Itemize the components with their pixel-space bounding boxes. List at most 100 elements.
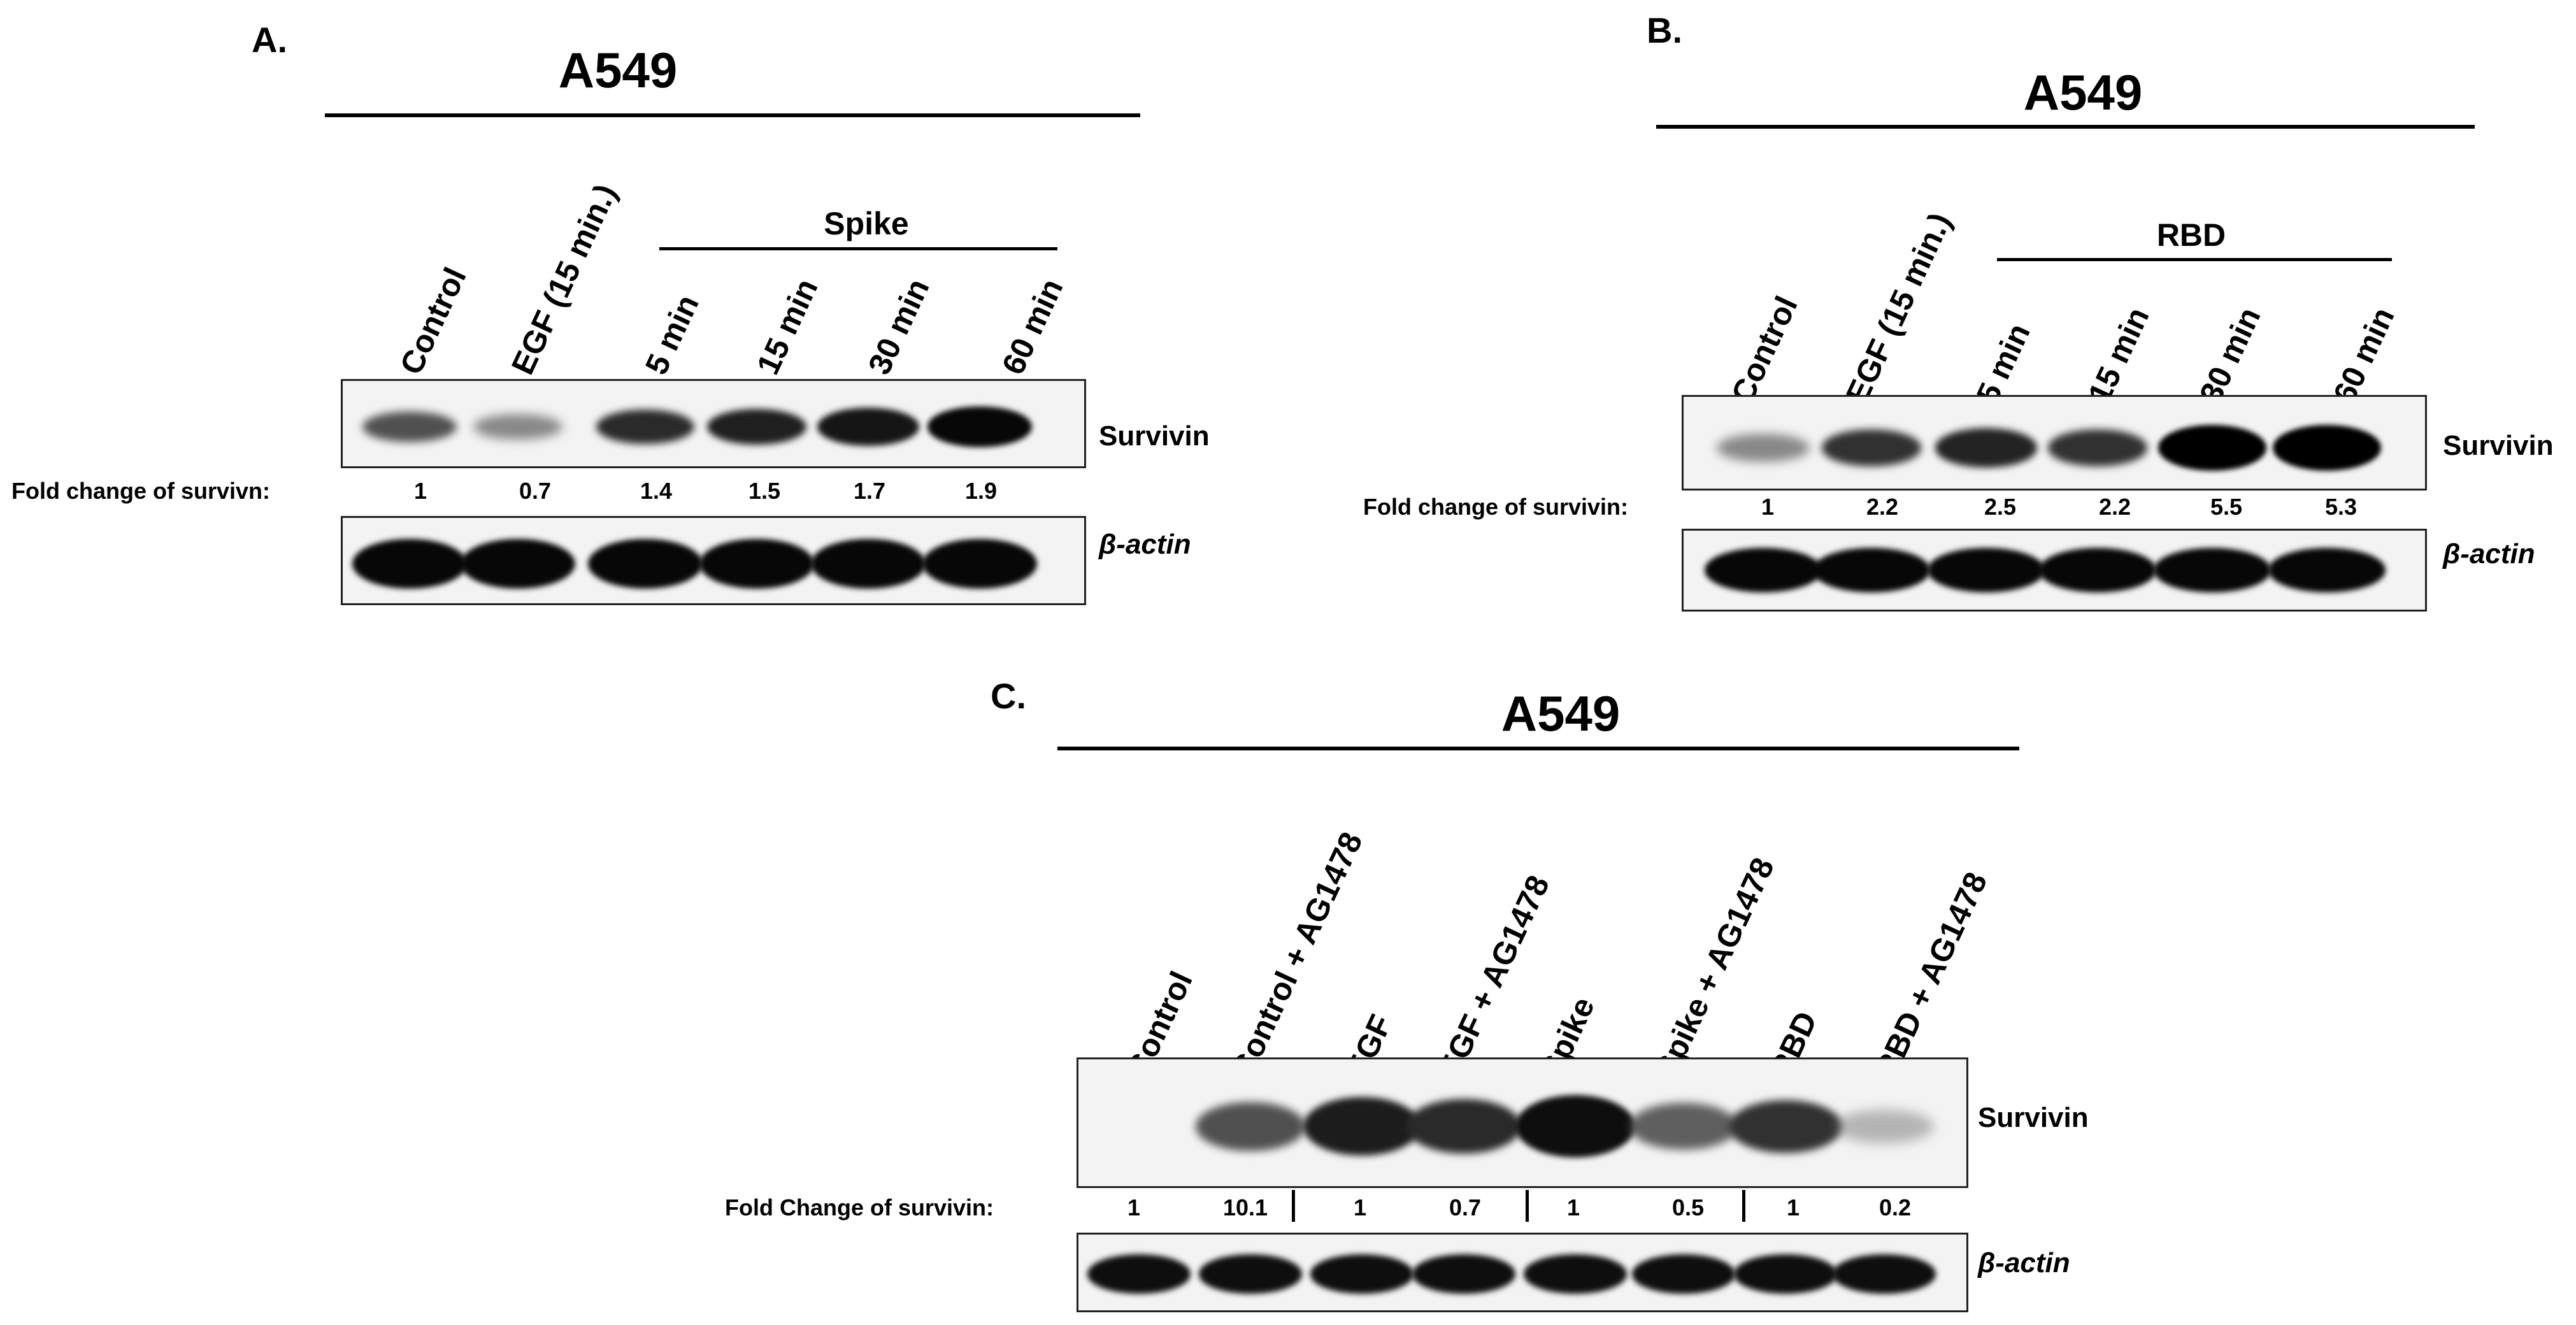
blot-band xyxy=(352,538,467,589)
panel-c-actin-blot xyxy=(1077,1233,1968,1312)
panel-b-group-rule xyxy=(1997,258,2392,261)
fold-change-value: 1 xyxy=(413,478,427,504)
panel-c-lane-label: Spike + AG1478 xyxy=(1647,852,1782,1084)
panel-a-lane-label: Control xyxy=(392,262,473,380)
blot-band xyxy=(1821,429,1922,466)
panel-b-lane-label: EGF (15 min.) xyxy=(1838,207,1958,409)
fold-change-value: 1 xyxy=(1353,1194,1367,1221)
panel-c-actin-label: β-actin xyxy=(1978,1247,2070,1278)
panel-c-survivin-blot xyxy=(1077,1057,1968,1188)
fold-change-value: 1.4 xyxy=(640,478,673,504)
blot-band xyxy=(1412,1254,1515,1294)
panel-b-letter: B. xyxy=(1647,10,1682,50)
fold-change-value: 2.5 xyxy=(1984,494,2017,520)
fold-change-value: 1 xyxy=(1566,1194,1580,1221)
blot-band xyxy=(1717,433,1810,462)
blot-band xyxy=(1087,1254,1191,1294)
panel-a-group-label: Spike xyxy=(824,206,909,241)
panel-a-lane-label: EGF (15 min.) xyxy=(504,178,624,380)
blot-band xyxy=(1835,1109,1934,1143)
panel-a-actin-blot xyxy=(341,516,1086,605)
fold-change-value: 1.5 xyxy=(748,478,781,504)
blot-band xyxy=(362,411,457,443)
panel-b-lane-label: 15 min xyxy=(2080,302,2156,409)
blot-band xyxy=(2047,429,2148,466)
panel-b-survivin-blot xyxy=(1682,395,2427,491)
blot-band xyxy=(461,538,575,589)
blot-band xyxy=(2272,425,2382,471)
blot-band xyxy=(1524,1254,1627,1294)
fold-change-value: 10.1 xyxy=(1222,1194,1268,1221)
fold-change-value: 1 xyxy=(1786,1194,1800,1221)
panel-c-survivin-label: Survivin xyxy=(1978,1102,2089,1133)
blot-band xyxy=(1704,548,1822,592)
blot-band xyxy=(1812,548,1931,592)
blot-band xyxy=(2153,548,2272,592)
blot-band xyxy=(1935,428,2038,468)
blot-band xyxy=(1833,1254,1936,1294)
blot-band xyxy=(1629,1103,1738,1150)
panel-b-actin-label: β-actin xyxy=(2443,538,2535,569)
fold-change-value: 0.7 xyxy=(519,478,552,504)
panel-c-lane-label: Control + AG1478 xyxy=(1224,826,1370,1084)
panel-a-letter: A. xyxy=(252,20,287,60)
fold-change-value: 1 xyxy=(1761,494,1775,520)
fold-change-value: 1.9 xyxy=(964,478,998,504)
panel-c-group-separator xyxy=(1742,1190,1745,1222)
panel-b-lane-label: 60 min xyxy=(2326,302,2401,409)
blot-band xyxy=(1199,1254,1302,1294)
panel-c-group-separator xyxy=(1292,1190,1295,1222)
panel-b-lane-label: Control xyxy=(1724,290,1805,409)
fold-change-value: 5.3 xyxy=(2324,494,2358,520)
blot-band xyxy=(922,538,1037,589)
panel-c-lane-label: EGF + AG1478 xyxy=(1431,870,1557,1084)
panel-a-lane-label: 60 min xyxy=(994,273,1070,380)
blot-band xyxy=(2157,425,2267,471)
fold-change-value: 5.5 xyxy=(2210,494,2243,520)
panel-a-actin-label: β-actin xyxy=(1099,529,1191,560)
blot-band xyxy=(706,408,807,445)
blot-band xyxy=(1310,1254,1413,1294)
blot-band xyxy=(2038,548,2157,592)
blot-band xyxy=(596,410,694,444)
blot-band xyxy=(2268,548,2386,592)
panel-b-group-label: RBD xyxy=(2156,217,2226,253)
panel-c-lane-label: RBD + AG1478 xyxy=(1867,866,1994,1084)
panel-b-actin-blot xyxy=(1682,529,2427,612)
blot-band xyxy=(1195,1101,1306,1151)
panel-c-group-separator xyxy=(1526,1190,1529,1222)
blot-band xyxy=(927,406,1032,447)
blot-band xyxy=(1303,1097,1420,1156)
panel-a-lane-label: 15 min xyxy=(749,273,825,380)
fold-change-value: 1 xyxy=(1127,1194,1141,1221)
panel-b-survivin-label: Survivin xyxy=(2443,430,2554,461)
fold-change-value: 0.2 xyxy=(1878,1194,1912,1221)
fold-change-value: 0.5 xyxy=(1671,1194,1705,1221)
panel-c-letter: C. xyxy=(991,676,1026,716)
panel-a-survivin-label: Survivin xyxy=(1099,420,1210,452)
panel-c-cell-line-rule xyxy=(1057,747,2019,750)
fold-change-value: 2.2 xyxy=(2098,494,2131,520)
blot-band xyxy=(1632,1254,1735,1294)
panel-b-fold-label: Fold change of survivin: xyxy=(1363,494,1629,520)
panel-a-lane-label: 30 min xyxy=(861,273,936,380)
panel-a-group-rule xyxy=(659,247,1057,250)
panel-a-fold-label: Fold change of survivn: xyxy=(11,478,271,504)
blot-band xyxy=(1406,1099,1521,1154)
panel-b-cell-line: A549 xyxy=(2023,64,2143,120)
blot-band xyxy=(1734,1254,1837,1294)
blot-band xyxy=(699,538,814,589)
fold-change-value: 1.7 xyxy=(853,478,886,504)
blot-band xyxy=(473,413,563,440)
fold-change-value: 2.2 xyxy=(1866,494,1899,520)
blot-band xyxy=(817,408,919,446)
panel-b-lane-label: 30 min xyxy=(2192,302,2268,409)
blot-band xyxy=(1927,548,2045,592)
blot-band xyxy=(811,538,926,589)
panel-c-fold-label: Fold Change of survivin: xyxy=(725,1194,994,1221)
fold-change-value: 0.7 xyxy=(1449,1194,1482,1221)
blot-band xyxy=(588,538,703,589)
panel-a-survivin-blot xyxy=(341,379,1086,468)
panel-a-cell-line-rule xyxy=(325,113,1140,117)
panel-a-cell-line: A549 xyxy=(558,42,678,98)
